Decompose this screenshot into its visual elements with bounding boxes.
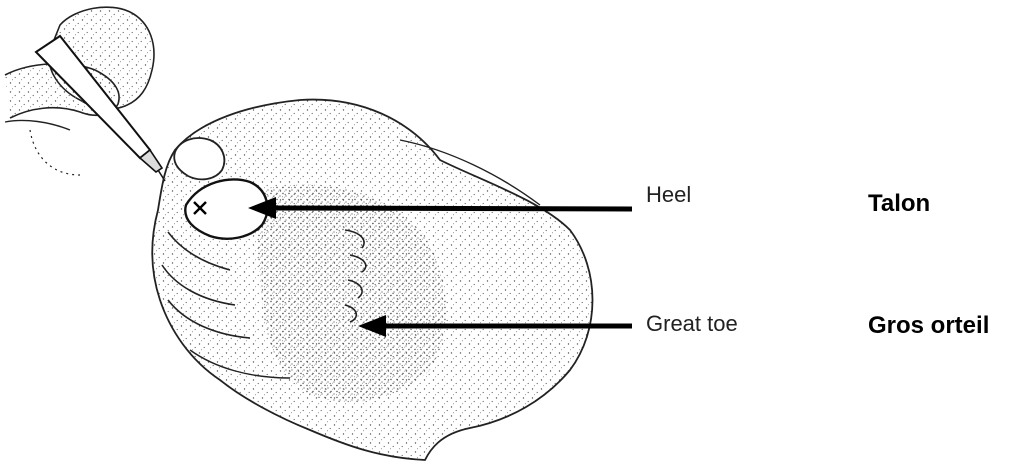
heel-label: Heel [646,182,691,207]
heel-label-french: Talon [868,190,930,217]
great-toe-label: Great toe [646,311,738,336]
foot-and-hand [152,100,592,460]
great-toe-label-french: Gros orteil [868,312,989,339]
